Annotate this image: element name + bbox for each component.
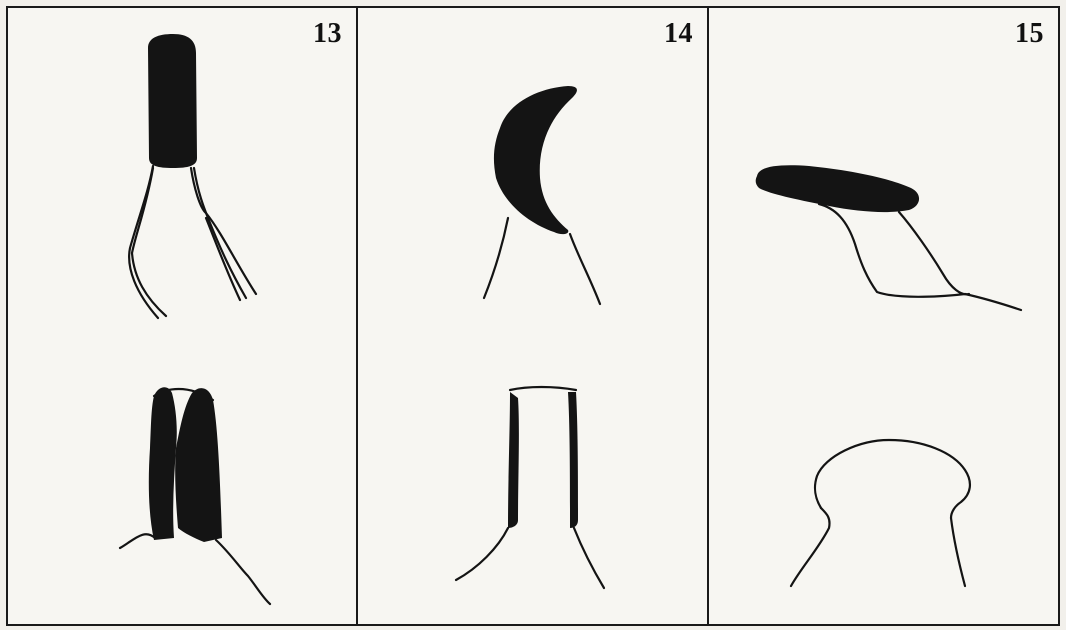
- rolled-rim: [791, 440, 970, 586]
- panel-14-drawings: [358, 8, 709, 624]
- brush-instrument: [129, 34, 256, 318]
- hourglass-rim: [120, 387, 270, 604]
- flat-rim: [756, 165, 1021, 310]
- figure-plate: 13 14: [6, 6, 1060, 626]
- panel-15-drawings: [709, 8, 1058, 624]
- panel-13-drawings: [8, 8, 358, 624]
- panel-14: 14: [358, 8, 709, 624]
- tall-neck: [456, 387, 604, 588]
- panel-13: 13: [8, 8, 358, 624]
- crescent-rim: [484, 86, 600, 304]
- panel-15: 15: [709, 8, 1058, 624]
